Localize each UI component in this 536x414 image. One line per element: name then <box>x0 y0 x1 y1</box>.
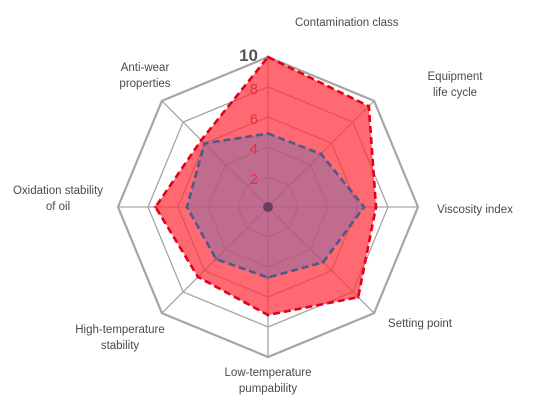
series-2-point-8 <box>202 141 206 145</box>
series-2-point-4 <box>321 260 325 264</box>
series-2-point-5 <box>266 276 270 279</box>
series-1-point-4 <box>356 295 360 299</box>
series-2-point-3 <box>362 205 366 209</box>
center-dot <box>263 202 273 212</box>
series-area-2 <box>185 132 366 279</box>
series-1-point-2 <box>367 104 371 108</box>
series-1-point-5 <box>266 313 270 317</box>
tick-label-2: 2 <box>250 171 258 188</box>
series-2-point-2 <box>319 152 323 156</box>
series-1-point-1 <box>266 55 270 59</box>
series-1-point-3 <box>374 205 378 209</box>
series-1-point-8 <box>199 138 203 142</box>
series-1-point-6 <box>196 275 200 279</box>
series-2-point-7 <box>185 205 189 209</box>
tick-label-8: 8 <box>250 81 258 98</box>
series-2-point-1 <box>266 132 270 135</box>
radial-tick-labels: 2 4 6 8 10 <box>239 46 258 188</box>
radar-series <box>154 55 378 317</box>
tick-label-6: 6 <box>250 111 258 128</box>
tick-label-4: 4 <box>250 141 258 158</box>
tick-label-10: 10 <box>239 46 258 65</box>
axis-label-3: Viscosity index <box>437 204 513 216</box>
series-2-point-6 <box>214 257 218 261</box>
series-1-point-7 <box>154 205 157 209</box>
axis-label-1: Contamination class <box>295 17 399 29</box>
axis-label-4: Setting point <box>388 318 453 330</box>
